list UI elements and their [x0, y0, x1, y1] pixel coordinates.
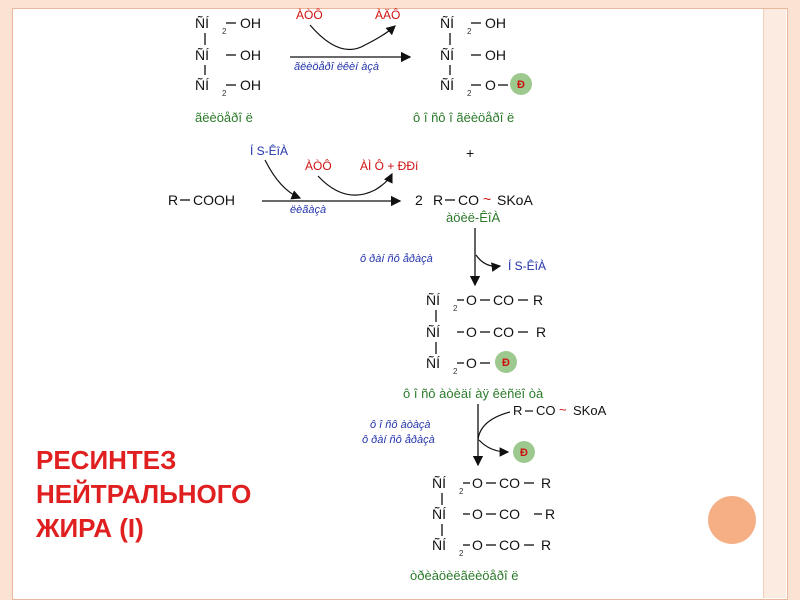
step2-product-tilde: ~: [483, 191, 491, 207]
step1-left-row1-group: ÑÍ: [195, 15, 209, 31]
step3-enzyme: ô ðàí ñô åðàçà: [360, 253, 433, 265]
step1-phosphate-label: Ð: [517, 79, 525, 91]
step1-right-row3-tail: O: [485, 77, 496, 93]
step4-row1-link: O: [472, 475, 483, 491]
step4-release-arrow: [478, 439, 510, 457]
step3-phosphate-circle: [495, 351, 517, 373]
step1-glycerophosphate: ÑÍ 2 OH ÑÍ OH ÑÍ 2 O Ð ô î ñô î ãëèöåðî …: [413, 15, 532, 125]
step4-reagent-tilde: ~: [559, 402, 567, 417]
step4-phosphate-circle: [513, 441, 535, 463]
step1-left-row2-group: ÑÍ: [195, 47, 209, 63]
step4-row2-group: ÑÍ: [432, 506, 446, 522]
step3-row2-r: R: [536, 324, 546, 340]
step3-released: Í S-ÊîÀ: [508, 258, 546, 273]
step1-glycerol: ÑÍ 2 OH ÑÍ OH ÑÍ 2 OH ãëèöåðî ë: [195, 15, 261, 125]
step3-row3-sub: 2: [453, 367, 458, 376]
step2-product-tail: SKoA: [497, 192, 533, 208]
step1-left-label: ãëèöåðî ë: [195, 110, 253, 125]
step4-enzyme-line1: ô î ñô àòàçà: [370, 419, 431, 431]
step1-reaction: ÀÒÔ ÀÄÔ ãëèöåðî ëêèí àçà: [290, 7, 412, 73]
slide-title-line1: РЕСИНТЕЗ: [36, 445, 177, 475]
slide-title-line2: НЕЙТРАЛЬНОГО: [36, 479, 252, 509]
step1-left-row3-group: ÑÍ: [195, 77, 209, 93]
step3-row2-co: CO: [493, 324, 514, 340]
step1-left-row3-tail: OH: [240, 77, 261, 93]
step3-release-arrow: [475, 254, 502, 272]
step2-reagent-out: ÀÌ Ô + ÐÐí: [360, 158, 419, 173]
step4-row2-co: CO: [499, 506, 520, 522]
step3-row3-link: O: [466, 355, 477, 371]
slide-title-line3: ЖИРА (I): [36, 513, 144, 543]
step3-phosphate-label: Ð: [502, 357, 510, 369]
step4-reagent-tail: SKoA: [573, 403, 607, 418]
step2-enzyme: ëèãàçà: [290, 204, 326, 216]
step1-enzyme: ãëèöåðî ëêèí àçà: [294, 61, 379, 73]
slide-title: РЕСИНТЕЗ НЕЙТРАЛЬНОГО ЖИРА (I): [36, 443, 336, 545]
step4-row2-link: O: [472, 506, 483, 522]
step1-right-row1-tail: OH: [485, 15, 506, 31]
step4-row1-co: CO: [499, 475, 520, 491]
step1-left-row1-tail: OH: [240, 15, 261, 31]
step4-row3-sub: 2: [459, 549, 464, 558]
slide-canvas: [12, 8, 788, 600]
step1-right-row3-sub: 2: [467, 89, 472, 98]
step1-left-row1-sub: 2: [222, 27, 227, 36]
step4-reagent-curve: [477, 411, 511, 441]
step4-row2-r: R: [545, 506, 555, 522]
step4-dephosphorylation: ô î ñô àòàçà ô ðàí ñô åðàçà R CO ~ SKoA …: [362, 402, 607, 583]
step4-row1-r: R: [541, 475, 551, 491]
step4-reagent-r: R: [513, 403, 522, 418]
step3-row1-sub: 2: [453, 304, 458, 313]
step4-row1-sub: 2: [459, 487, 464, 496]
step2-curved-arrow: [317, 172, 393, 196]
step3-row2-group: ÑÍ: [426, 324, 440, 340]
step4-reagent-co: CO: [536, 403, 556, 418]
step3-acylation: ô ðàí ñô åðàçà Í S-ÊîÀ ÑÍ 2 O CO R ÑÍ O …: [360, 228, 546, 401]
step2-acid-r: R: [168, 192, 178, 208]
step1-right-row2-tail: OH: [485, 47, 506, 63]
step1-reagent-out: ÀÄÔ: [375, 7, 400, 22]
step1-left-row2-tail: OH: [240, 47, 261, 63]
step1-reagent-in: ÀÒÔ: [296, 7, 323, 22]
step2-product-co: CO: [458, 192, 479, 208]
slide-side-stripe: [763, 9, 786, 598]
step2-product-r: R: [433, 192, 443, 208]
step3-row1-r: R: [533, 292, 543, 308]
step1-right-row1-sub: 2: [467, 27, 472, 36]
step4-row3-r: R: [541, 537, 551, 553]
step3-label: ô î ñô àòèäí àÿ êèñëî òà: [403, 386, 544, 401]
step1-right-row2-group: ÑÍ: [440, 47, 454, 63]
step2-plus: +: [466, 145, 474, 161]
step1-phosphate-circle: [510, 73, 532, 95]
step4-row1-group: ÑÍ: [432, 475, 446, 491]
step2-acid-group: COOH: [193, 192, 235, 208]
step1-right-row3-group: ÑÍ: [440, 77, 454, 93]
step1-right-label: ô î ñô î ãëèöåðî ë: [413, 110, 514, 125]
step1-right-row1-group: ÑÍ: [440, 15, 454, 31]
step2-product-label: àöèë-ÊîÀ: [446, 210, 501, 225]
decor-circle: [708, 496, 756, 544]
step2-coefficient: 2: [415, 192, 423, 208]
step3-row1-link: O: [466, 292, 477, 308]
step2-cofactor-arrow: [264, 159, 302, 200]
step3-row1-group: ÑÍ: [426, 292, 440, 308]
step4-enzyme-line2: ô ðàí ñô åðàçà: [362, 434, 435, 446]
step4-row3-group: ÑÍ: [432, 537, 446, 553]
step1-left-row3-sub: 2: [222, 89, 227, 98]
step2-reagent-in: ÀÒÔ: [305, 158, 332, 173]
step4-label: òðèàöèëãëèöåðî ë: [410, 568, 518, 583]
step3-row2-link: O: [466, 324, 477, 340]
step3-row1-co: CO: [493, 292, 514, 308]
step4-row3-link: O: [472, 537, 483, 553]
step1-curved-arrow: [309, 24, 396, 51]
step2-cofactor: Í S-ÊîÀ: [250, 143, 288, 158]
step2-activation: Í S-ÊîÀ ÀÒÔ ÀÌ Ô + ÐÐí + R COOH ëèãàçà 2…: [168, 143, 533, 225]
step3-row3-group: ÑÍ: [426, 355, 440, 371]
step4-phosphate-label: Ð: [520, 447, 528, 459]
step4-row3-co: CO: [499, 537, 520, 553]
